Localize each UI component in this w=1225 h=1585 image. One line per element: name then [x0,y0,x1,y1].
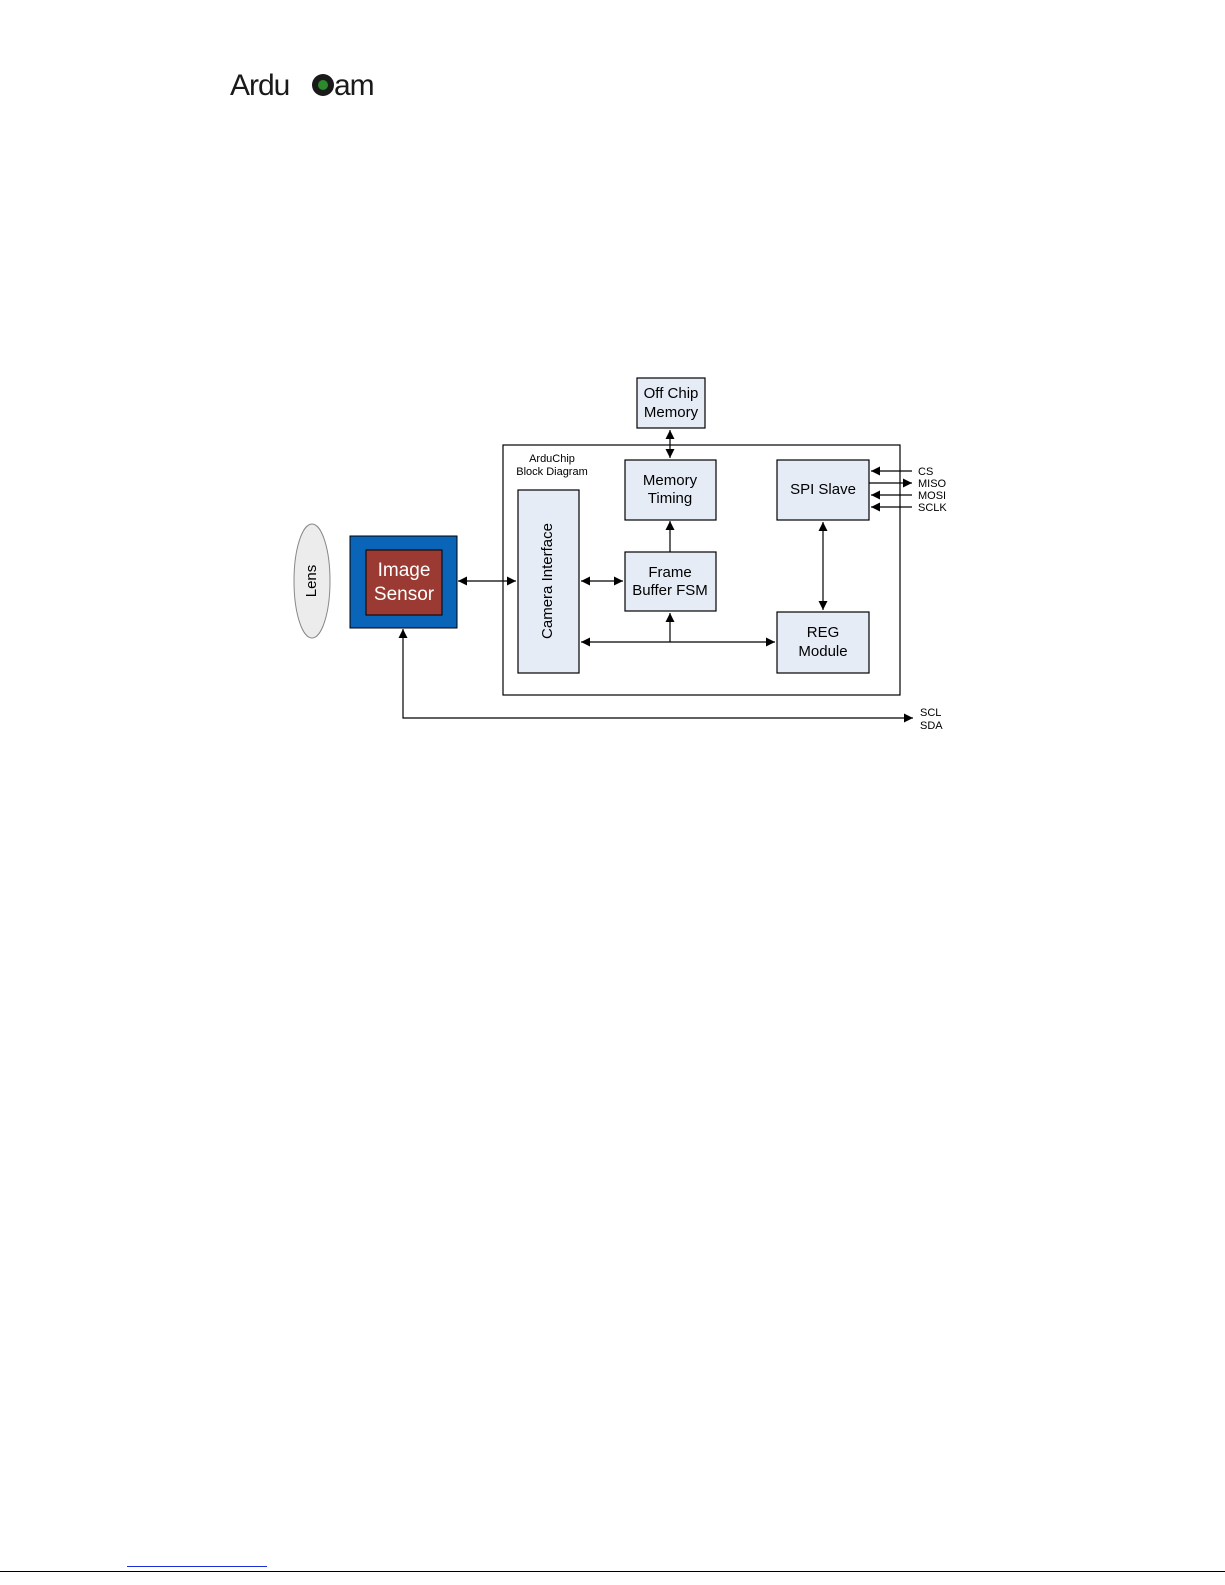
off-chip-memory-block: Off Chip Memory [637,378,705,428]
footer-link-underline[interactable] [127,1566,267,1567]
off-chip-memory-label-line2: Memory [644,404,699,421]
image-sensor-label-line1: Image [378,560,431,581]
spi-slave-block: SPI Slave [777,460,869,520]
reg-module-label-line2: Module [798,643,847,660]
signal-cs-label: CS [918,466,933,478]
arduchip-title-line2: Block Diagram [516,466,588,478]
frame-buffer-fsm-block: Frame Buffer FSM [625,552,716,611]
signal-sclk-label: SCLK [918,502,947,514]
camera-interface-label: Camera Interface [539,523,556,639]
signal-miso-label: MISO [918,478,947,490]
signal-scl-label: SCL [920,707,941,719]
reg-module-block: REG Module [777,612,869,673]
memory-timing-block: Memory Timing [625,460,716,520]
frame-buffer-label-line1: Frame [648,564,691,581]
signal-mosi-label: MOSI [918,490,946,502]
off-chip-memory-label-line1: Off Chip [644,385,699,402]
frame-buffer-label-line2: Buffer FSM [632,582,708,599]
signal-sda-label: SDA [920,720,943,732]
reg-module-label-line1: REG [807,624,840,641]
lens-label: Lens [303,565,320,598]
camera-interface-block: Camera Interface [518,490,579,673]
memory-timing-label-line1: Memory [643,472,698,489]
footer-rule [0,1571,1225,1572]
lens: Lens [294,524,330,638]
image-sensor: Image Sensor [350,536,457,628]
image-sensor-label-line2: Sensor [374,584,435,605]
memory-timing-label-line2: Timing [648,490,692,507]
arduchip-title-line1: ArduChip [529,453,575,465]
spi-slave-label: SPI Slave [790,481,856,498]
